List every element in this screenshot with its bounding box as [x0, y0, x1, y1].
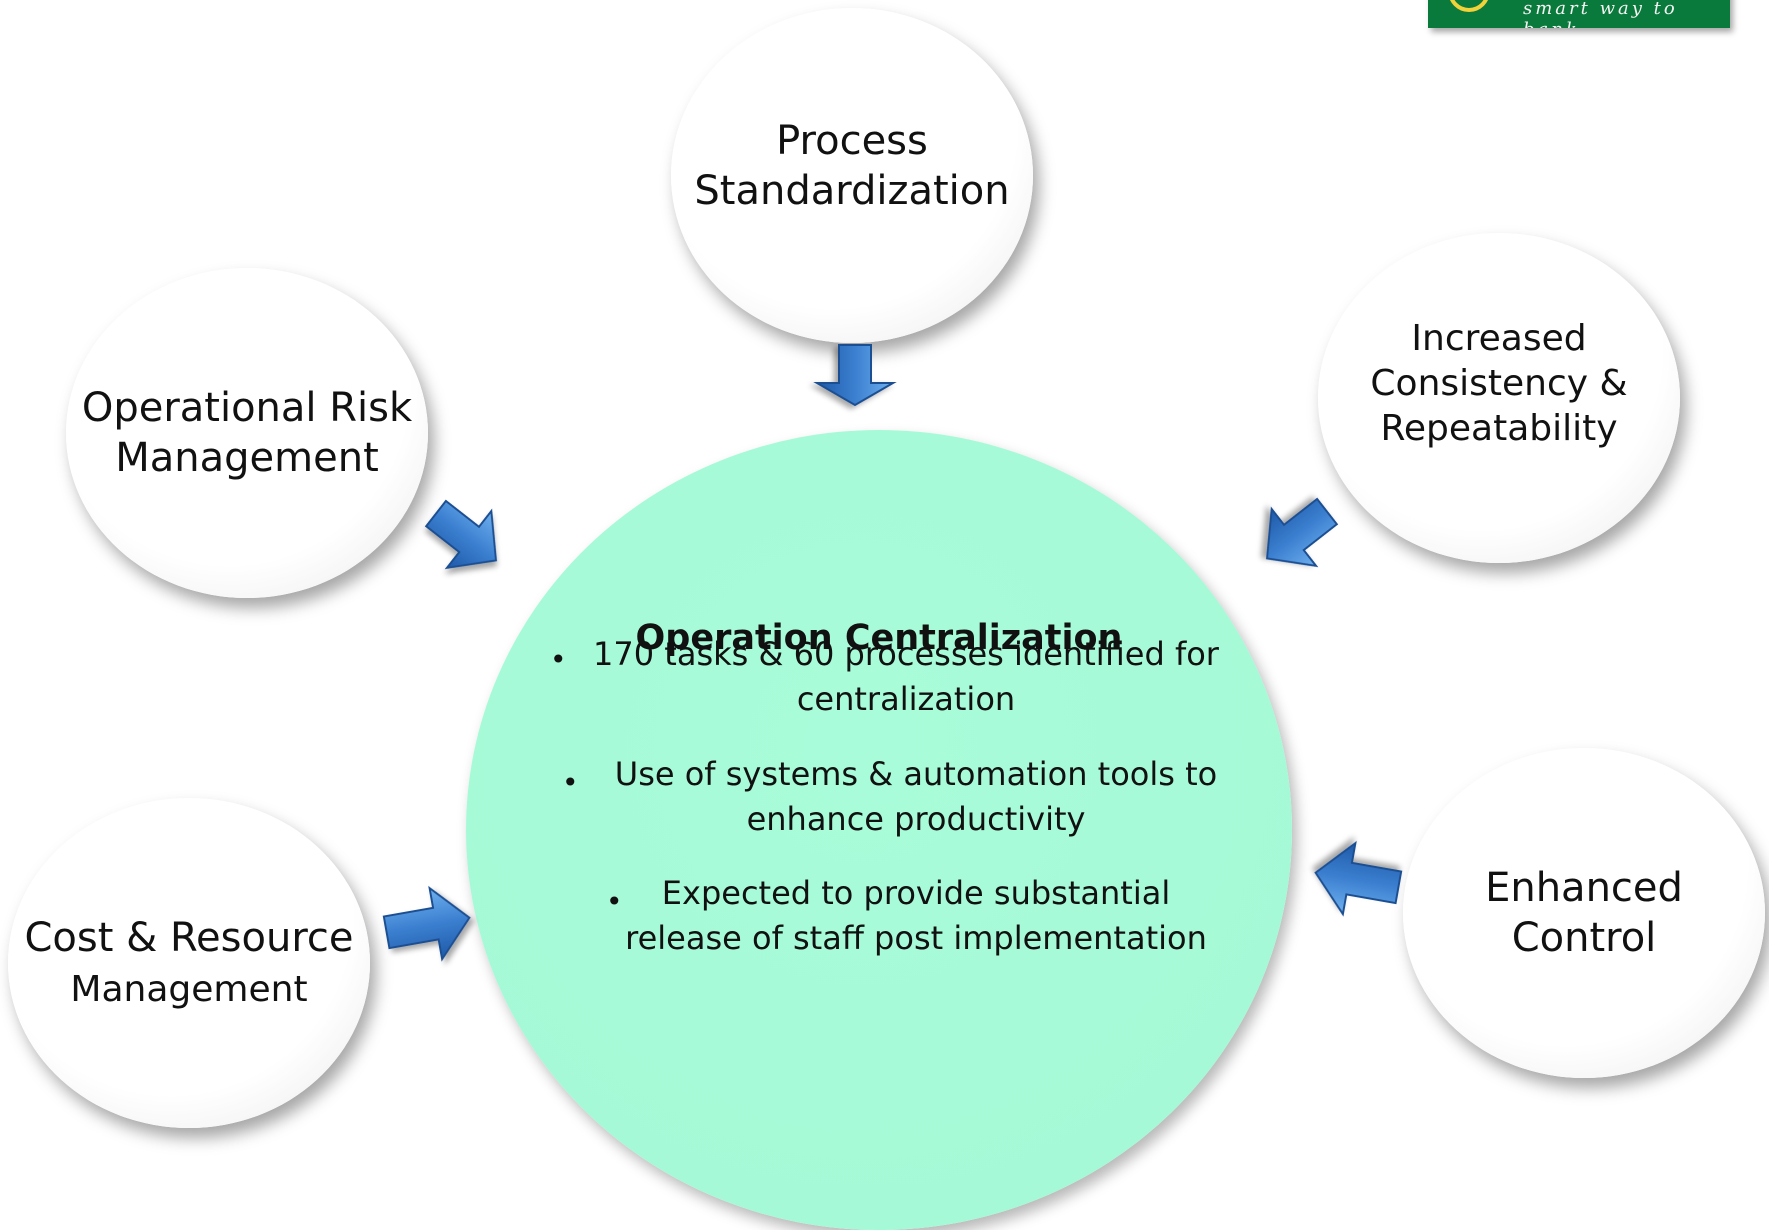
bubble-label: Cost & Resource Management: [25, 913, 354, 1013]
center-circle-operation-centralization: Operation Centralization • 170 tasks & 6…: [466, 430, 1292, 1230]
bubble-increased-consistency: Increased Consistency & Repeatability: [1318, 233, 1680, 563]
logo-tagline: smart way to bank: [1523, 0, 1678, 28]
arrow-left-icon: [1314, 840, 1403, 917]
point-line: enhance productivity: [746, 799, 1086, 838]
bullet-dot: •: [606, 885, 623, 918]
bubble-label: Process Standardization: [694, 116, 1009, 216]
bubble-operational-risk-management: Operational Risk Management: [66, 268, 428, 598]
bullet-dot: •: [550, 643, 567, 676]
arrow-down-right-icon: [424, 499, 498, 570]
bubble-label: Operational Risk Management: [82, 383, 412, 483]
label-line: Operational Risk: [81, 385, 413, 431]
point-line: release of staff post implementation: [625, 918, 1207, 957]
label-line: Control: [1511, 915, 1657, 961]
bullet-point-1: 170 tasks & 60 processes identified for …: [581, 632, 1231, 722]
label-line: Standardization: [694, 167, 1010, 214]
bullet-point-3: Expected to provide substantial release …: [551, 871, 1281, 961]
arrow-down-left-icon: [1265, 497, 1339, 568]
label-line: Management: [70, 969, 308, 1010]
bubble-enhanced-control: Enhanced Control: [1403, 748, 1765, 1078]
label-line: Process: [776, 117, 928, 164]
bubble-label: Increased Consistency & Repeatability: [1370, 316, 1627, 451]
bullet-point-2: Use of systems & automation tools to enh…: [591, 752, 1241, 842]
label-line: Cost & Resource: [24, 915, 354, 961]
point-line: centralization: [796, 679, 1016, 718]
arrow-down-icon: [813, 344, 897, 407]
arrow-right-icon: [382, 885, 471, 962]
label-line: Repeatability: [1380, 407, 1618, 449]
label-line: Enhanced: [1485, 865, 1683, 911]
label-line: Management: [115, 435, 379, 481]
point-line: 170 tasks & 60 processes identified for: [593, 635, 1219, 673]
point-line: Expected to provide substantial: [661, 874, 1171, 912]
label-line: Increased: [1411, 317, 1587, 359]
bubble-process-standardization: Process Standardization: [671, 8, 1033, 343]
bubble-cost-resource-management: Cost & Resource Management: [8, 798, 370, 1128]
point-line: Use of systems & automation tools to: [614, 755, 1218, 793]
label-line: Consistency &: [1370, 362, 1628, 404]
bubble-label: Enhanced Control: [1485, 863, 1683, 963]
logo-emblem-icon: [1448, 0, 1490, 12]
bullet-dot: •: [562, 766, 579, 799]
center-title: Operation Centralization: [635, 618, 1123, 658]
bank-logo: smart way to bank: [1428, 0, 1730, 28]
